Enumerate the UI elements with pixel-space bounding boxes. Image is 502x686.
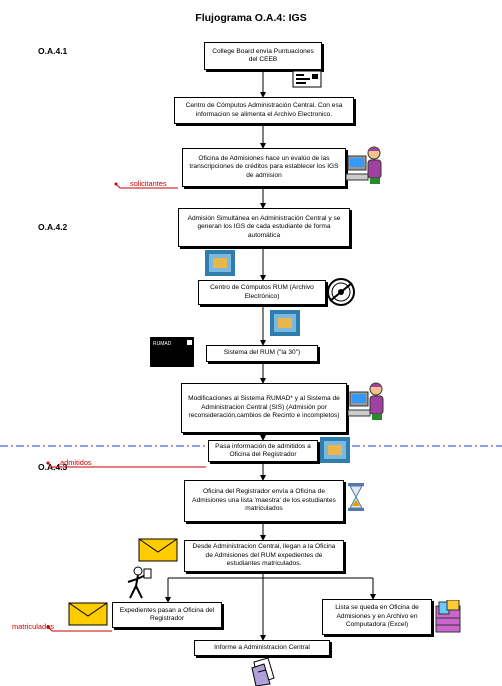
flow-box-expedientes-registrador: Expedientes pasan a Oficina del Registra…: [112, 602, 222, 628]
person-at-computer-icon: [348, 382, 384, 420]
flow-box-admision-simultanea: Admisión Simultánea en Administración Ce…: [178, 208, 350, 247]
label-matriculados: matriculados: [12, 622, 54, 631]
section-label-oa41: O.A.4.1: [38, 46, 68, 56]
document-scan-icon: [320, 437, 350, 463]
document-scan-icon: [205, 250, 235, 276]
flow-box-registrador-lista-maestra: Oficina del Registrador envía a Oficina …: [184, 480, 344, 522]
running-person-icon: [127, 566, 152, 599]
hourglass-icon: [348, 483, 364, 511]
file-cabinet-icon: [435, 600, 461, 633]
flow-box-college-board: College Board envía Puntuaciones del CEE…: [204, 42, 322, 70]
label-solicitantes: solicitantes: [130, 179, 167, 188]
envelope-icon: [68, 602, 108, 626]
flow-box-modificaciones-rumad: Modificaciones al Sistema RUMAD* y al Si…: [181, 383, 347, 433]
report-document-icon: [251, 658, 275, 686]
section-label-oa42: O.A.4.2: [38, 222, 68, 232]
label-admitidos: admitidos: [60, 458, 92, 467]
flow-box-pasa-informacion-admitidos: Pasa información de admitidos a Oficina …: [208, 440, 318, 462]
flow-box-centro-computos-rum: Centro de Cómputos RUM (Archivo Electrón…: [198, 280, 326, 305]
flow-box-oficina-admisiones-evaluo: Oficina de Admisiones hace un evalúo de …: [182, 148, 346, 187]
flow-box-informe-central: Informe a Administracion Central: [194, 640, 330, 656]
person-at-computer-icon: [346, 146, 382, 184]
flow-box-lista-excel: Lista se queda en Oficina de Admisiones …: [322, 599, 432, 635]
flow-box-sistema-rum: Sistema del RUM ("la 30"): [206, 345, 318, 362]
envelope-icon: [138, 538, 178, 562]
flow-box-expedientes-matriculados: Desde Administracion Central, llegan a l…: [184, 540, 344, 572]
cd-disc-icon: [327, 278, 355, 306]
id-card-icon: [292, 70, 322, 88]
rumad-screen-icon: RUMAD: [150, 337, 194, 367]
flow-box-centro-computos-central: Centro de Cómputos Administración Centra…: [174, 97, 354, 124]
page-title: Flujograma O.A.4: IGS: [195, 12, 307, 24]
document-scan-icon: [270, 310, 300, 336]
